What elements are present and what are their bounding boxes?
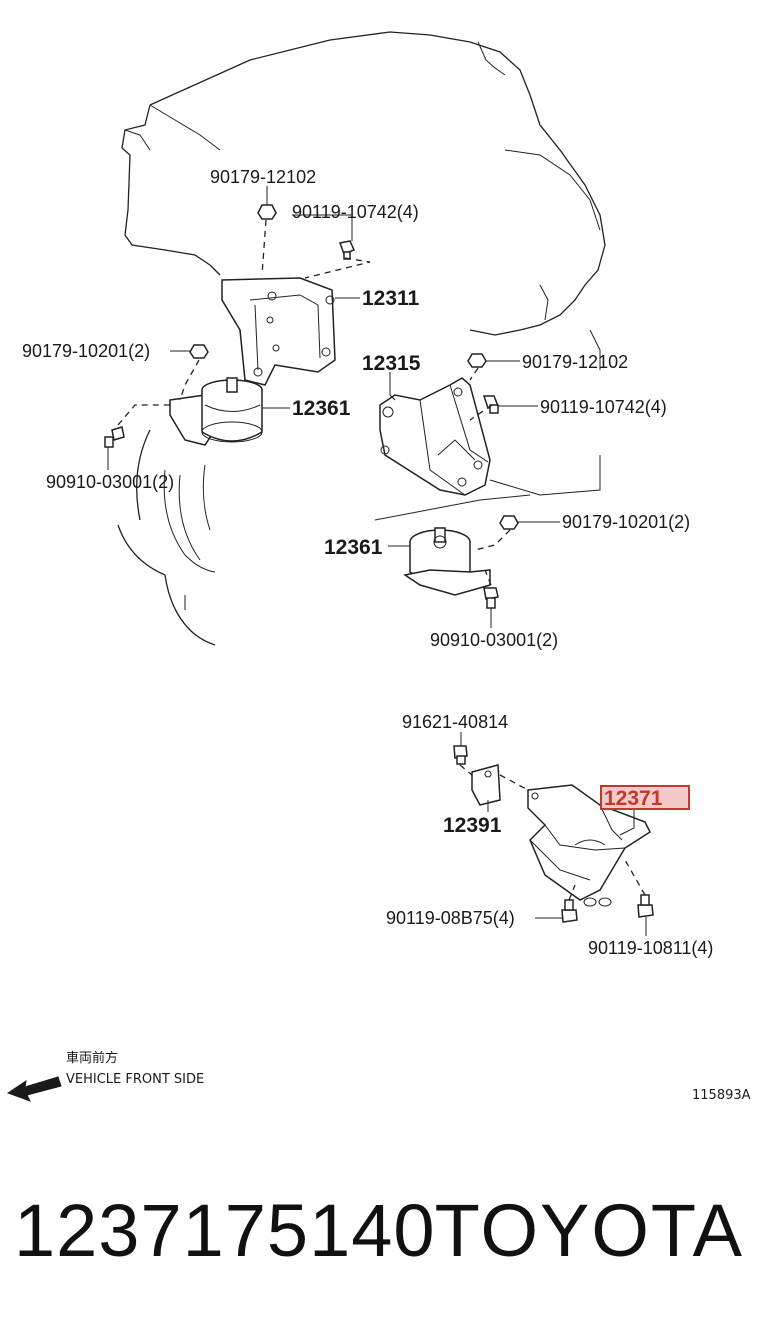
callout-nut-left[interactable]: 90179-10201(2) bbox=[22, 341, 150, 361]
highlight-box bbox=[600, 785, 690, 810]
callout-nut-right[interactable]: 90179-12102 bbox=[522, 352, 628, 372]
engine-mount-insulator-right bbox=[403, 527, 491, 596]
callout-nut-right-lower[interactable]: 90179-10201(2) bbox=[562, 512, 690, 532]
callout-insulator-right[interactable]: 12361 bbox=[324, 536, 383, 559]
arrow-left-icon bbox=[6, 1076, 62, 1102]
fasteners bbox=[104, 204, 654, 923]
nut-icon bbox=[467, 353, 487, 368]
nut-icon bbox=[499, 515, 519, 530]
direction-note-japanese: 車両前方 bbox=[66, 1050, 118, 1066]
engine-mount-bracket-12315 bbox=[379, 377, 491, 496]
bolt-icon bbox=[338, 240, 356, 260]
engine-outline bbox=[121, 31, 606, 521]
callout-nut-top[interactable]: 90179-12102 bbox=[210, 167, 316, 187]
vehicle-front-indicator: 車両前方 VEHICLE FRONT SIDE bbox=[6, 1050, 204, 1102]
brand-name: TOYOTA bbox=[434, 1189, 744, 1272]
nut-icon bbox=[257, 204, 277, 220]
callout-bolt-rear-right[interactable]: 90119-10811(4) bbox=[588, 938, 713, 958]
bolt-icon bbox=[637, 894, 654, 918]
leader-lines bbox=[107, 186, 647, 936]
figure-id: 115893A bbox=[692, 1088, 751, 1103]
nut-icon bbox=[189, 344, 209, 359]
bolt-icon bbox=[561, 899, 578, 923]
callout-bracket-right[interactable]: 12315 bbox=[362, 352, 421, 375]
callout-bolt-rear-left[interactable]: 90119-08B75(4) bbox=[386, 908, 515, 928]
bolt-icon bbox=[482, 395, 500, 414]
engine-mount-bracket-12311 bbox=[221, 277, 336, 386]
bolt-icon bbox=[104, 426, 125, 448]
callout-bolt-right[interactable]: 90119-10742(4) bbox=[540, 397, 667, 417]
part-number: 1237175140 bbox=[14, 1189, 436, 1272]
callout-bolt-top[interactable]: 90119-10742(4) bbox=[292, 202, 419, 222]
callout-bolt-rear-top[interactable]: 91621-40814 bbox=[402, 712, 508, 732]
bolt-icon bbox=[453, 745, 468, 765]
callout-bracket-left[interactable]: 12311 bbox=[362, 287, 420, 310]
assembly-lines bbox=[117, 219, 646, 901]
engine-mount-insulator-left bbox=[169, 377, 263, 446]
callout-bolt-left[interactable]: 90910-03001(2) bbox=[46, 472, 174, 492]
bolt-icon bbox=[483, 587, 499, 609]
callout-bolt-right-lower[interactable]: 90910-03001(2) bbox=[430, 630, 558, 650]
transmission-outline bbox=[117, 429, 216, 646]
callout-insulator-rear[interactable]: 12371 bbox=[604, 787, 663, 810]
callout-insulator-left[interactable]: 12361 bbox=[292, 397, 351, 420]
callout-labels: 90179-12102 90119-10742(4) 12311 90179-1… bbox=[22, 167, 713, 958]
direction-note-english: VEHICLE FRONT SIDE bbox=[66, 1072, 204, 1087]
callout-stopper-rear[interactable]: 12391 bbox=[443, 814, 502, 837]
stopper-12391 bbox=[471, 764, 501, 806]
